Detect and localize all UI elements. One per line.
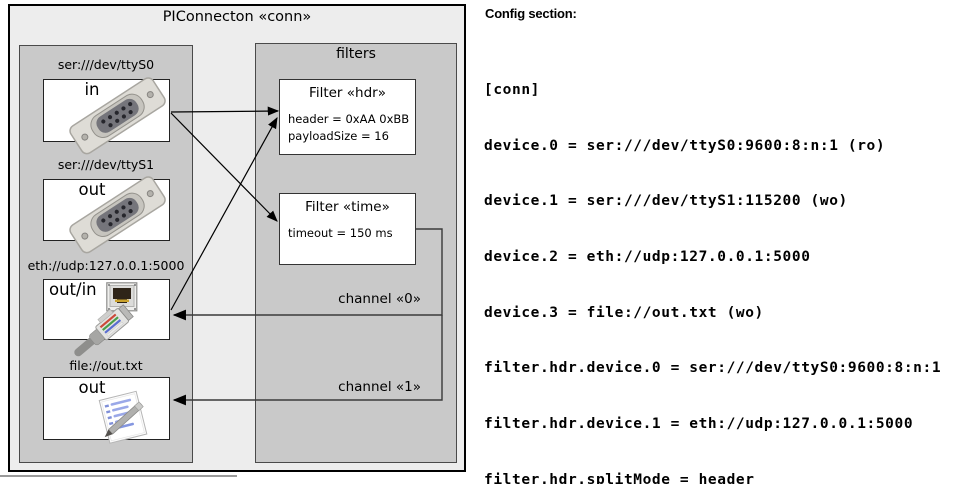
device-1-direction-label: out xyxy=(78,180,106,199)
config-line: device.2 = eth://udp:127.0.0.1:5000 xyxy=(484,249,811,266)
channel-1-label: channel «1» xyxy=(338,379,421,395)
config-line: device.1 = ser:///dev/ttyS1:115200 (wo) xyxy=(484,193,848,210)
device-3-direction-label: out xyxy=(78,378,106,397)
config-line: filter.hdr.splitMode = header xyxy=(484,471,755,484)
serial-connector-icon xyxy=(69,176,166,254)
device-0-direction-label: in xyxy=(84,80,100,99)
device-2-label: eth://udp:127.0.0.1:5000 xyxy=(27,258,185,273)
device-0-label: ser:///dev/ttyS0 xyxy=(57,57,155,72)
ethernet-cable-icon xyxy=(74,304,134,357)
filter-time-title: Filter «time» xyxy=(305,199,390,215)
filter-hdr-title: Filter «hdr» xyxy=(309,85,386,101)
pen-icon xyxy=(104,401,144,438)
filter-hdr-prop-header: header = 0xAA 0xBB xyxy=(288,112,410,126)
filters-panel-label: filters xyxy=(336,46,376,62)
device-3-label: file://out.txt xyxy=(69,358,143,373)
config-heading: Config section: xyxy=(485,6,577,21)
config-line: [conn] xyxy=(484,82,540,99)
device-1-label: ser:///dev/ttyS1 xyxy=(57,157,155,172)
channel-0-label: channel «0» xyxy=(338,291,421,307)
config-line: device.3 = file://out.txt (wo) xyxy=(484,304,764,321)
filter-hdr-prop-payloadsize: payloadSize = 16 xyxy=(288,128,389,143)
config-line: device.0 = ser:///dev/ttyS0:9600:8:n:1 (… xyxy=(484,137,886,154)
device-1-box: out xyxy=(43,176,170,254)
config-line: filter.hdr.device.1 = eth://udp:127.0.0.… xyxy=(484,415,914,432)
notepad-icon xyxy=(98,390,148,444)
filter-time-box: Filter «time» timeout = 150 ms xyxy=(279,193,416,265)
bottom-divider-line xyxy=(0,475,237,477)
serial-connector-icon xyxy=(69,77,166,155)
config-block: [conn] device.0 = ser:///dev/ttyS0:9600:… xyxy=(484,44,951,484)
filter-time-prop-timeout: timeout = 150 ms xyxy=(288,226,393,240)
config-line: filter.hdr.device.0 = ser:///dev/ttyS0:9… xyxy=(484,360,942,377)
diagram-title: PIConnecton «conn» xyxy=(162,9,312,25)
device-2-direction-label: out/in xyxy=(49,280,97,299)
device-3-box: out xyxy=(43,377,170,444)
device-2-box: out/in xyxy=(43,279,170,357)
device-0-box: in xyxy=(43,77,170,155)
filter-hdr-box: Filter «hdr» header = 0xAA 0xBB payloadS… xyxy=(279,79,416,155)
